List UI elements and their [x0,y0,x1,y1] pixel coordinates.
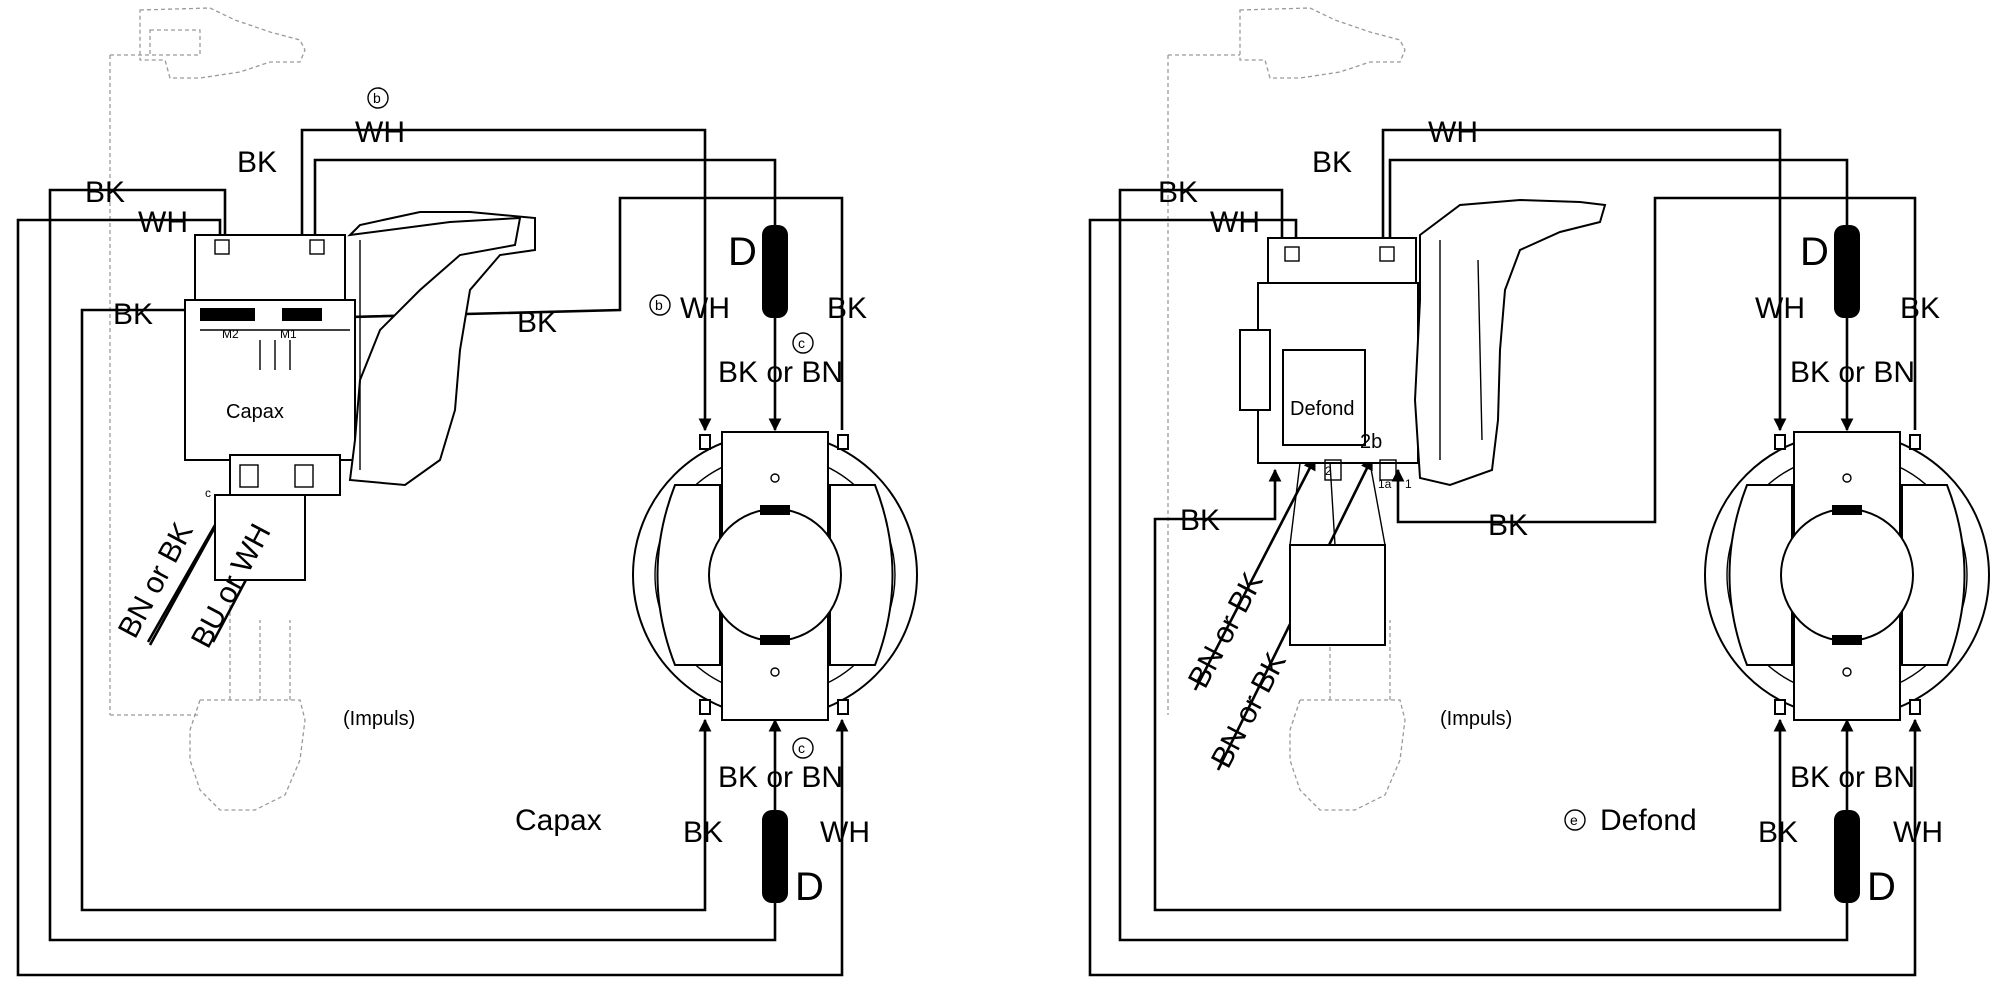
left-title-capax: Capax [515,804,602,837]
right-label-bk-top: BK [1312,146,1352,179]
right-label-term-1a: 1a [1378,477,1392,491]
left-label-m2: M2 [222,327,239,341]
right-motor [1704,431,1990,721]
left-label-wh-side: WH [680,292,730,325]
right-label-d-bottom: D [1867,865,1896,909]
right-label-bk-left: BK [1158,176,1198,209]
right-panel-defond: WH BK BK WH BK BK WH BK BK or BN BK or B… [1088,7,1990,977]
left-label-bk-side: BK [827,292,867,325]
right-label-wh-top: WH [1428,116,1478,149]
left-label-bk-bottom: BK [683,816,723,849]
left-label-bk-mid-left: BK [113,298,153,331]
right-fuse-d-bottom [1834,810,1860,903]
right-title-defond: Defond [1600,804,1697,837]
left-ghost-parts [109,7,306,811]
right-note-e: e [1570,812,1578,828]
right-label-term-1: 1 [1405,477,1412,491]
right-label-wh-bottom: WH [1893,816,1943,849]
left-label-impuls: (Impuls) [343,708,415,730]
right-label-bk-mid-left: BK [1180,504,1220,537]
right-label-bk-side: BK [1900,292,1940,325]
left-note-b-mid: b [655,297,663,313]
left-label-bk-left: BK [85,176,125,209]
right-label-term-2: 2 [1325,464,1332,478]
right-label-bk-or-bn-top: BK or BN [1790,356,1915,389]
left-label-bk-mid-right: BK [517,306,557,339]
left-panel-capax: WH BK BK WH BK BK WH BK BK or BN BK or B… [16,7,918,977]
right-label-wh-side: WH [1755,292,1805,325]
right-label-bk-bottom: BK [1758,816,1798,849]
right-label-switch-name: Defond [1290,398,1355,420]
left-label-bk-top: BK [237,146,277,179]
right-label-bk-mid-right: BK [1488,509,1528,542]
left-label-bk-or-bn-bottom: BK or BN [718,761,843,794]
left-label-wh-top: WH [355,116,405,149]
left-label-d-top: D [728,230,757,274]
right-label-impuls: (Impuls) [1440,708,1512,730]
right-label-bk-or-bn-bottom: BK or BN [1790,761,1915,794]
left-label-d-bottom: D [795,865,824,909]
right-fuse-d-top [1834,225,1860,318]
left-label-wh-bottom: WH [820,816,870,849]
left-motor [632,431,918,721]
left-switch-capax [184,211,536,581]
left-note-c-top: c [798,335,805,351]
left-label-m1: M1 [280,327,297,341]
right-label-wh-left: WH [1210,206,1260,239]
left-label-bk-or-bn-top: BK or BN [718,356,843,389]
left-fuse-d-bottom [762,810,788,903]
right-switch-defond [1239,198,1607,646]
right-ghost-parts [1167,7,1406,811]
left-label-c-corner: c [205,486,211,500]
left-note-b-top: b [373,90,381,106]
right-label-term-2b: 2b [1360,431,1382,453]
left-label-wh-left: WH [138,206,188,239]
left-note-c-bottom: c [798,740,805,756]
left-label-switch-name: Capax [226,401,284,423]
right-label-d-top: D [1800,230,1829,274]
left-fuse-d-top [762,225,788,318]
